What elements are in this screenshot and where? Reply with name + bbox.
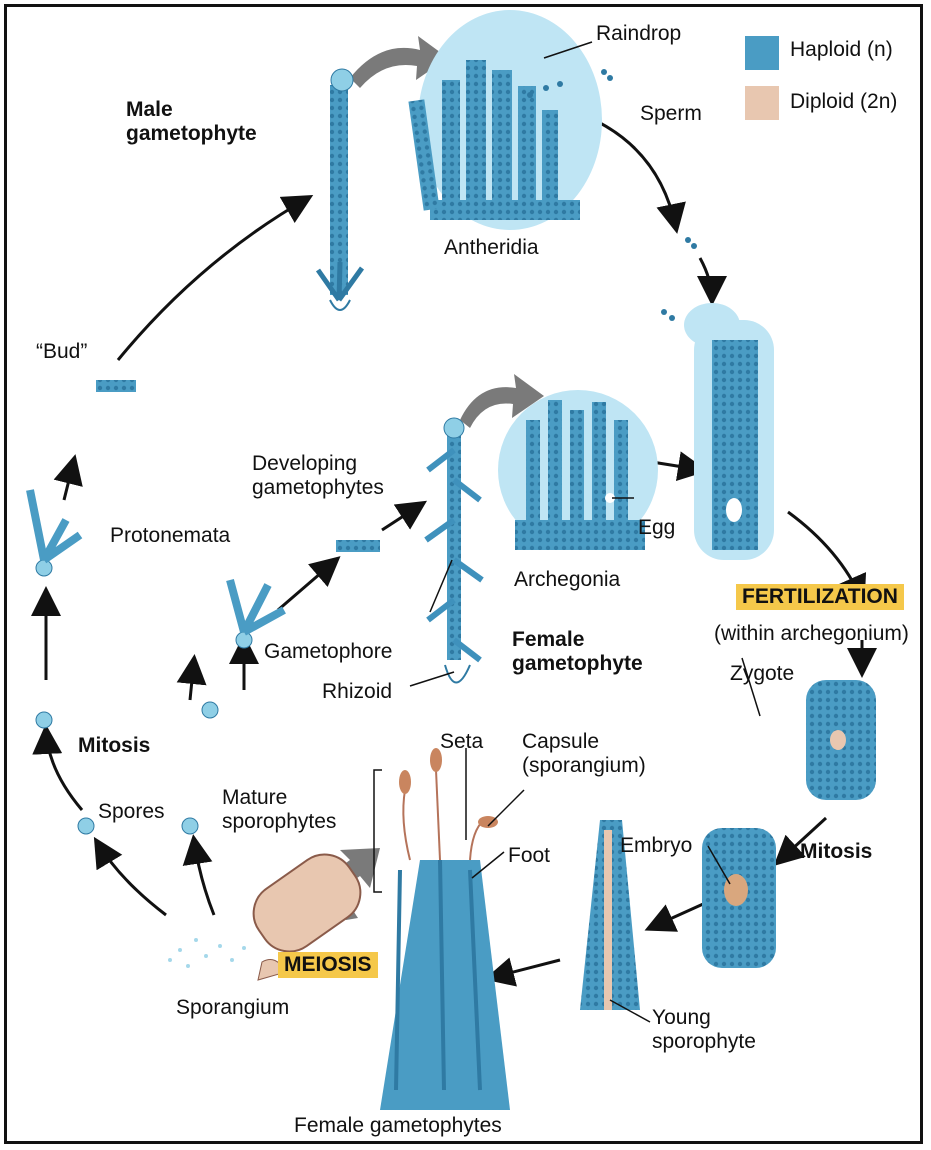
bud-label: “Bud” xyxy=(36,340,87,364)
archegonia-label: Archegonia xyxy=(514,568,620,592)
rhizoid-label: Rhizoid xyxy=(322,680,392,704)
antheridia-label: Antheridia xyxy=(444,236,539,260)
seta-label: Seta xyxy=(440,730,483,754)
female-gametophyte-label: Female gametophyte xyxy=(512,628,672,675)
spores-protonemata xyxy=(30,380,380,834)
legend-haploid-label: Haploid (n) xyxy=(790,38,893,62)
fertilization-label: FERTILIZATION xyxy=(736,584,904,610)
gametophore-plant xyxy=(410,418,482,686)
foot-label: Foot xyxy=(508,844,550,868)
fertilized-archegonium xyxy=(684,303,774,560)
embryo-label: Embryo xyxy=(620,834,692,858)
gametophore-label: Gametophore xyxy=(264,640,392,664)
protonemata-label: Protonemata xyxy=(110,524,230,548)
female-gametophytes-label: Female gametophytes xyxy=(294,1114,502,1138)
sperm-label: Sperm xyxy=(640,102,702,126)
zygote-archegonium xyxy=(806,680,876,800)
developing-gametophytes-label: Developing gametophytes xyxy=(252,452,420,499)
meiosis-label: MEIOSIS xyxy=(278,952,378,978)
within-archegonium-label: (within archegonium) xyxy=(714,622,909,646)
legend-diploid-label: Diploid (2n) xyxy=(790,90,897,114)
embryo-archegonium xyxy=(702,828,776,968)
male-gametophyte-plant xyxy=(318,69,362,310)
legend-haploid-swatch xyxy=(745,36,779,70)
sporangium-label: Sporangium xyxy=(176,996,289,1020)
raindrop-label: Raindrop xyxy=(596,22,681,46)
male-gametophyte-label: Male gametophyte xyxy=(126,98,306,145)
legend-diploid-swatch xyxy=(745,86,779,120)
raindrop-antheridia xyxy=(408,10,697,321)
female-gametophytes-plants xyxy=(380,748,510,1110)
mature-sporophytes-label: Mature sporophytes xyxy=(222,786,372,833)
egg-label: Egg xyxy=(638,516,675,540)
young-sporophyte-label: Young sporophyte xyxy=(652,1006,792,1053)
mitosis-right-label: Mitosis xyxy=(800,840,872,864)
archegonia-zoom xyxy=(498,390,658,550)
spores-label: Spores xyxy=(98,800,165,824)
mitosis-left-label: Mitosis xyxy=(78,734,150,758)
zygote-label: Zygote xyxy=(730,662,794,686)
capsule-label: Capsule (sporangium) xyxy=(522,730,662,777)
